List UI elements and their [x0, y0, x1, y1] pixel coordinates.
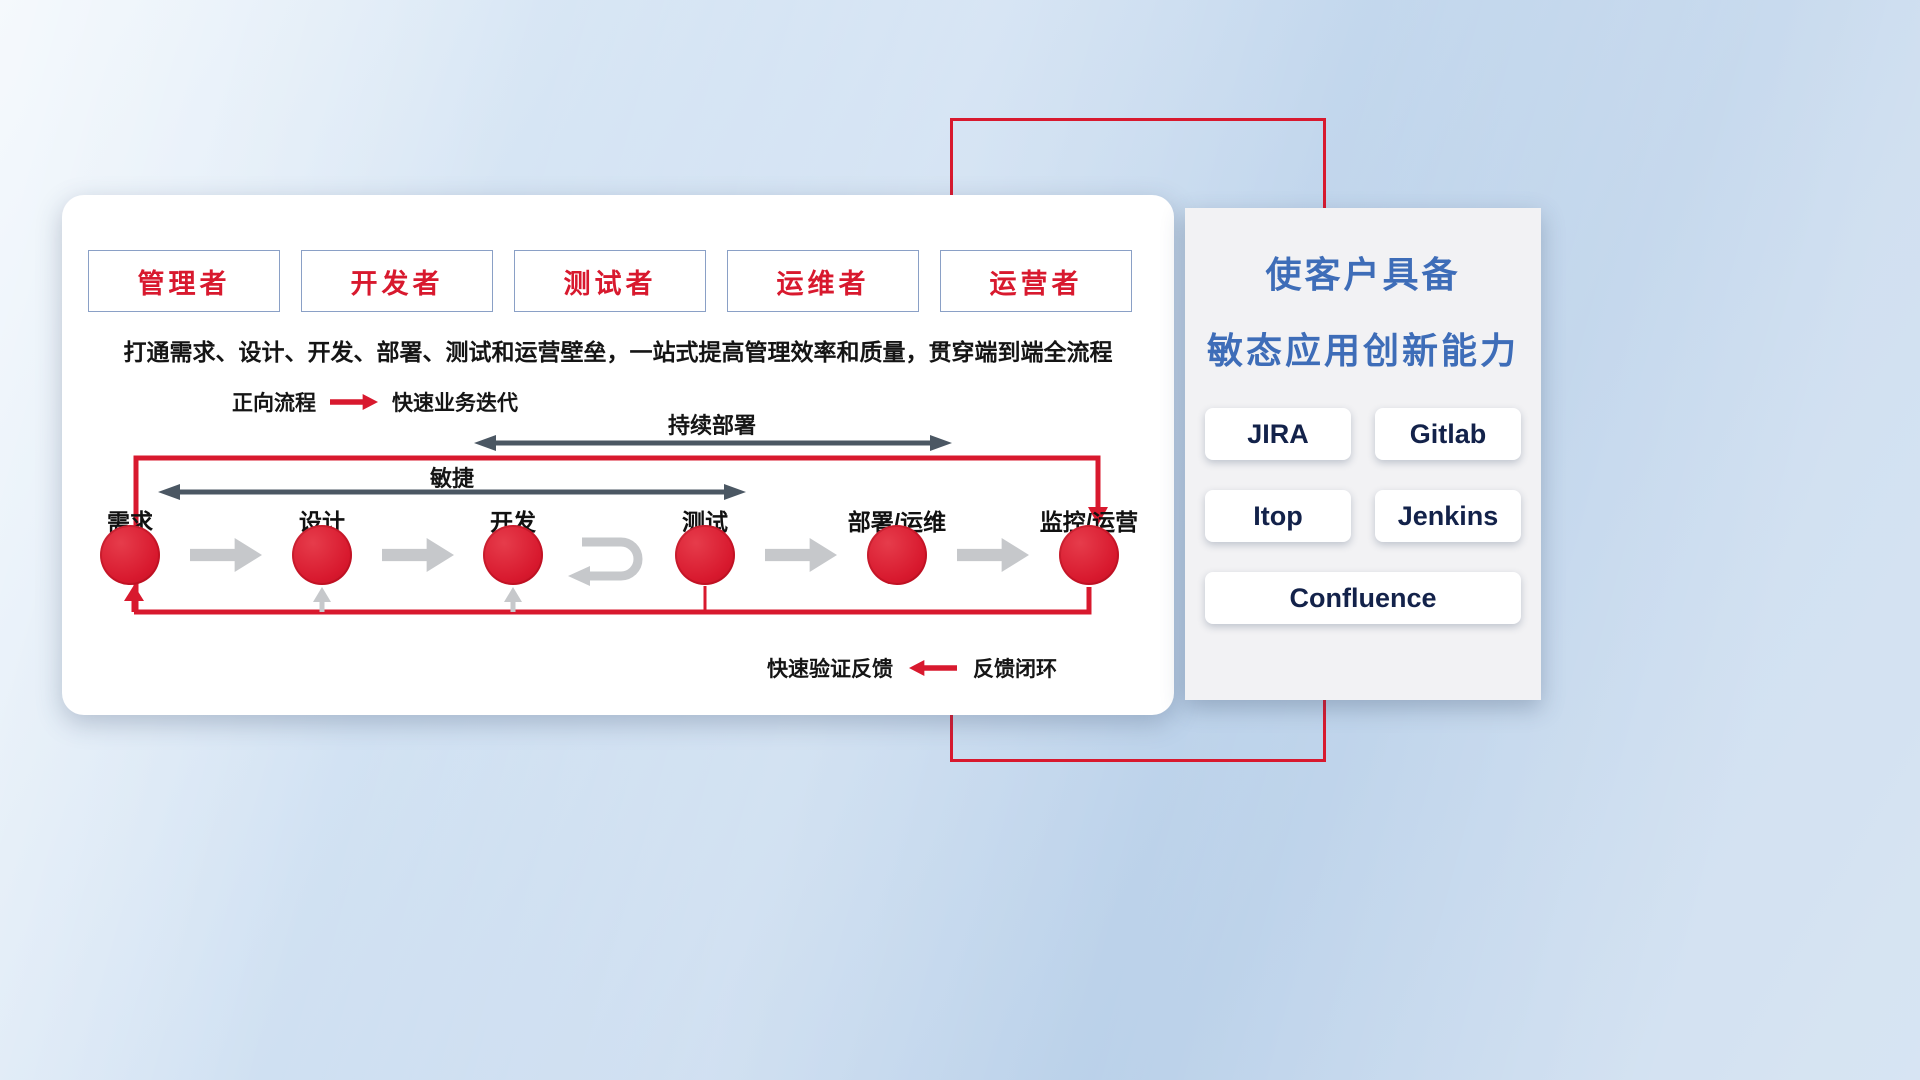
continuous-deploy-right-arrowhead-icon — [930, 435, 952, 451]
legend-forward-flow: 正向流程 快速业务迭代 — [232, 387, 518, 417]
subtitle-text: 打通需求、设计、开发、部署、测试和运营壁垒，一站式提高管理效率和质量，贯穿端到端… — [123, 339, 1113, 365]
role-box-tester: 测试者 — [514, 250, 706, 312]
role-boxes-row: 管理者 开发者 测试者 运维者 运营者 — [88, 250, 1132, 312]
step-node-design — [292, 525, 352, 585]
flow-arrow-4-icon — [957, 538, 1029, 572]
step-node-deploy-ops — [867, 525, 927, 585]
develop-feedback-arrowhead-icon — [504, 587, 522, 602]
role-label: 运营者 — [989, 268, 1083, 299]
feedback-label: 反馈闭环 — [973, 658, 1057, 681]
tools-grid: JIRA Gitlab Itop Jenkins Confluence — [1205, 408, 1521, 624]
tool-button-itop: Itop — [1205, 490, 1351, 542]
step-node-develop — [483, 525, 543, 585]
agile-right-arrowhead-icon — [724, 484, 746, 500]
role-label: 测试者 — [563, 268, 657, 299]
forward-flow-label: 正向流程 — [232, 392, 316, 415]
step-node-monitor-operations — [1059, 525, 1119, 585]
continuous-deploy-label: 持续部署 — [667, 413, 756, 438]
feedback-desc: 快速验证反馈 — [767, 658, 893, 681]
continuous-deploy-left-arrowhead-icon — [474, 435, 496, 451]
flow-arrow-3-icon — [765, 538, 837, 572]
flow-arrow-2-icon — [382, 538, 454, 572]
tool-button-jenkins: Jenkins — [1375, 490, 1521, 542]
panel-title-line1: 使客户具备 — [1265, 254, 1461, 295]
tool-button-jira: JIRA — [1205, 408, 1351, 460]
forward-arrow-icon — [330, 394, 378, 410]
iteration-loop-icon — [582, 537, 643, 581]
role-box-manager: 管理者 — [88, 250, 280, 312]
legend-feedback-loop: 快速验证反馈 反馈闭环 — [767, 653, 1057, 683]
step-node-test — [675, 525, 735, 585]
role-box-developer: 开发者 — [301, 250, 493, 312]
tool-button-confluence: Confluence — [1205, 572, 1521, 624]
feedback-arrowhead-icon — [124, 585, 144, 601]
feedback-arrow-icon — [909, 660, 957, 676]
role-label: 开发者 — [350, 268, 444, 299]
step-node-requirements — [100, 525, 160, 585]
tool-button-gitlab: Gitlab — [1375, 408, 1521, 460]
agile-left-arrowhead-icon — [158, 484, 180, 500]
right-panel: 使客户具备 敏态应用创新能力 JIRA Gitlab Itop Jenkins … — [1185, 208, 1541, 700]
main-panel: 管理者 开发者 测试者 运维者 运营者 打通需求、设计、开发、部署、测试和运营壁… — [62, 195, 1174, 715]
forward-flow-desc: 快速业务迭代 — [392, 392, 518, 415]
flow-arrow-1-icon — [190, 538, 262, 572]
role-box-operator: 运营者 — [940, 250, 1132, 312]
feedback-loop-line — [134, 587, 1092, 615]
design-feedback-arrowhead-icon — [313, 587, 331, 602]
role-label: 管理者 — [137, 268, 231, 299]
panel-title-line2: 敏态应用创新能力 — [1206, 330, 1519, 371]
role-label: 运维者 — [776, 268, 870, 299]
role-box-ops: 运维者 — [727, 250, 919, 312]
iteration-loop-arrowhead-icon — [568, 566, 590, 586]
agile-label: 敏捷 — [429, 466, 474, 491]
